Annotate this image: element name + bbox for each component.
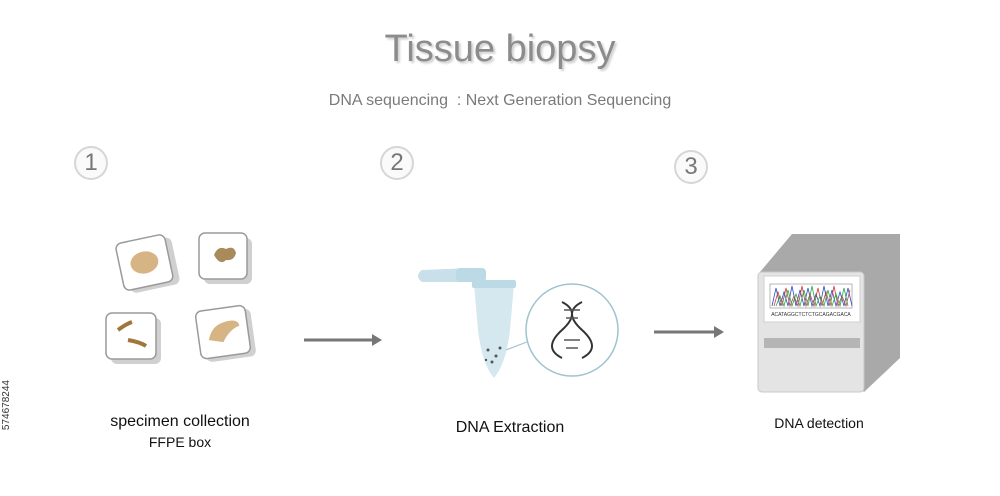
side-id-text: 574678244	[1, 380, 12, 431]
step-2-caption: DNA Extraction	[455, 419, 565, 436]
step-1-caption: specimen collection	[110, 413, 250, 430]
dna-helix-icon	[525, 283, 619, 377]
sequence-text: ACATAGGCTCTCTGCAGACGACA	[771, 312, 851, 318]
step-3-caption: DNA detection	[774, 415, 864, 431]
tissue-sample-icon	[105, 232, 256, 364]
arrow-right-icon	[654, 326, 724, 338]
microtube-icon	[418, 268, 533, 378]
step-1-number: 1	[74, 146, 108, 180]
chromatogram-icon: ACATAGGCTCTCTGCAGACGACA	[769, 283, 853, 318]
arrow-right-icon	[304, 334, 382, 346]
step-3-number: 3	[674, 150, 708, 184]
page-title: Tissue biopsy	[384, 28, 616, 70]
step-1-subcaption: FFPE box	[148, 434, 212, 450]
page-subtitle: DNA sequencing : Next Generation Sequenc…	[328, 92, 672, 109]
step-2-number: 2	[380, 146, 414, 180]
